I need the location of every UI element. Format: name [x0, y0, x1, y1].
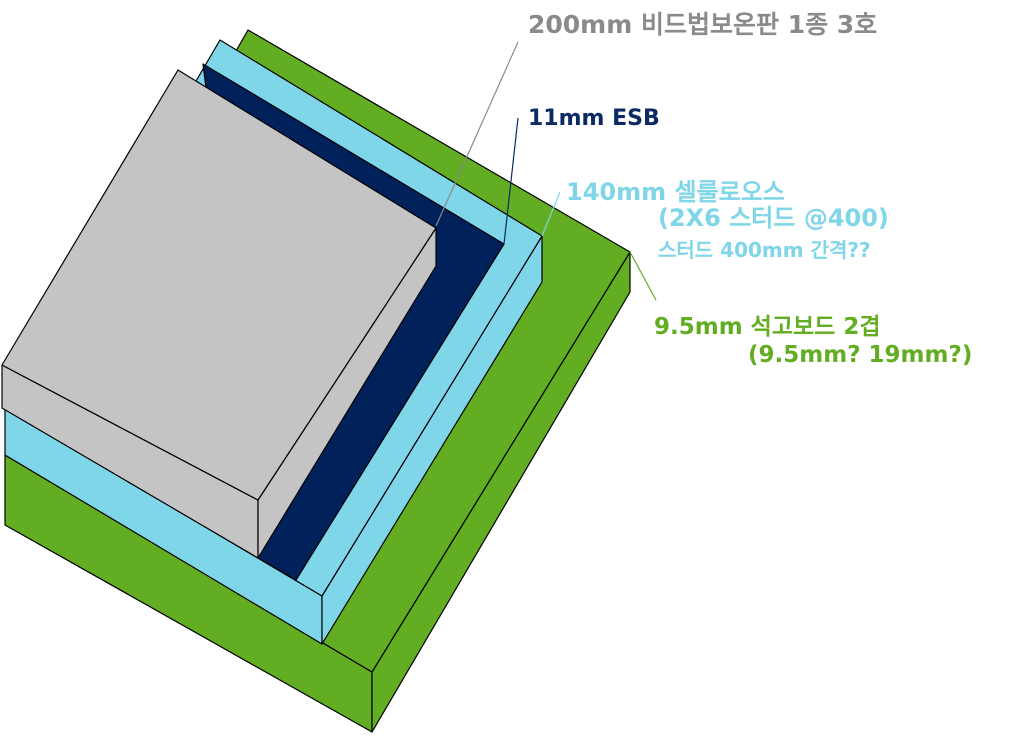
leader-lines — [435, 41, 657, 301]
eps-insulation-label: 200mm 비드법보온판 1종 3호 — [528, 10, 878, 39]
esb-label: 11mm ESB — [528, 106, 660, 131]
cellulose-label-line-1: 140mm 셀룰로오스 — [566, 178, 785, 206]
gypsum-label-line-2: (9.5mm? 19mm?) — [748, 342, 973, 368]
esb-leader-line — [503, 117, 519, 245]
gypsum-leader-line — [629, 251, 657, 301]
cellulose-label-line-3: 스터드 400mm 간격?? — [658, 238, 871, 262]
cellulose-leader-line — [541, 191, 561, 237]
eps-insulation-layer — [1, 69, 437, 559]
gypsum-label-line-1: 9.5mm 석고보드 2겹 — [654, 314, 881, 340]
eps-leader-line — [435, 41, 519, 227]
cellulose-label-line-2: (2X6 스터드 @400) — [658, 204, 889, 232]
eps-top-face — [1, 69, 437, 501]
